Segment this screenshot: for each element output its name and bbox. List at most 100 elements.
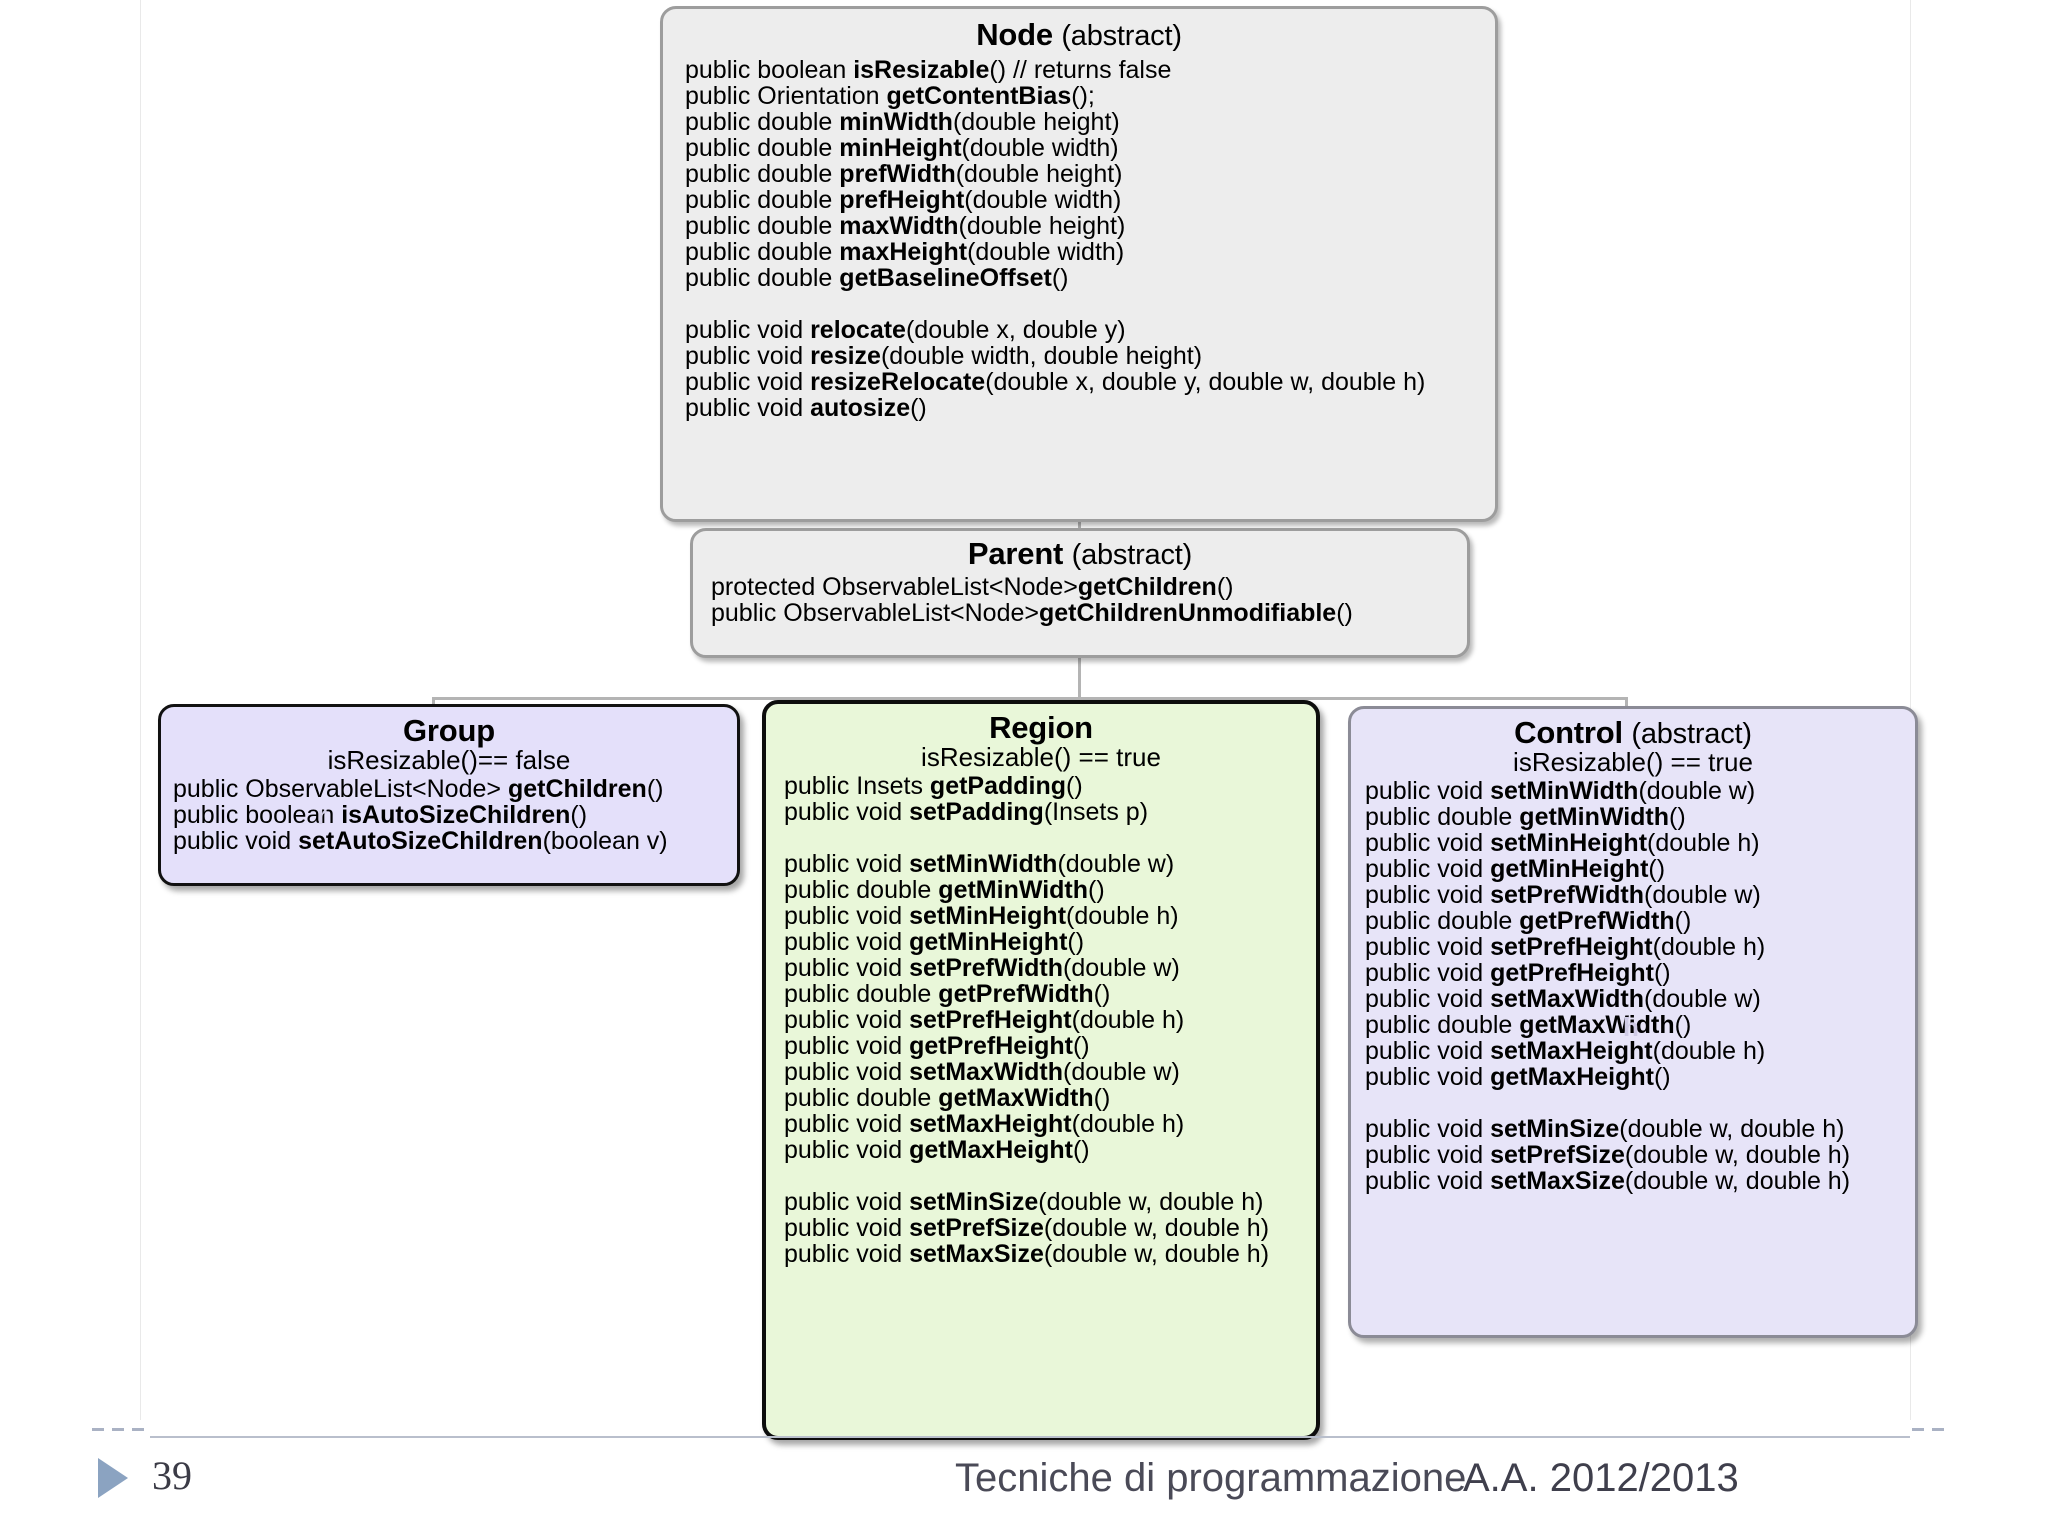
member-name: setMaxHeight [909,1110,1072,1138]
member-signature: public void setPrefSize(double w, double… [1365,1142,1915,1168]
member-modifier: public void [784,954,910,982]
member-signature: public boolean isAutoSizeChildren() [173,802,737,828]
member-name: setMaxSize [1490,1167,1625,1195]
member-name: getPrefHeight [1490,959,1654,987]
member-params: (double width) [961,134,1119,162]
member-params: () [1072,1136,1090,1164]
member-params: (double height) [958,212,1126,240]
member-modifier: public double [685,264,840,292]
class-box-node[interactable]: Node (abstract) public boolean isResizab… [660,6,1498,522]
member-modifier: public double [784,1084,939,1112]
footer-dash-left [92,1428,148,1431]
member-signature: public boolean isResizable() // returns … [685,57,1495,83]
member-params: (); [1071,82,1095,110]
member-modifier: public void [1365,1037,1491,1065]
member-modifier: public void [1365,1141,1491,1169]
member-spacer [784,1163,1316,1189]
class-box-group[interactable]: Group isResizable()== false public Obser… [158,704,740,886]
member-name: getPrefWidth [938,980,1094,1008]
member-signature: public void setMinWidth(double w) [1365,778,1915,804]
member-list-control: public void setMinWidth(double w)public … [1351,778,1915,1194]
class-subtitle-control: isResizable() == true [1513,747,1753,777]
member-modifier: public void [685,342,811,370]
member-signature: public double minHeight(double width) [685,135,1495,161]
member-name: getMinHeight [909,928,1068,956]
member-params: () [1674,907,1692,935]
member-modifier: public void [784,1032,910,1060]
member-modifier: public ObservableList<Node> [173,775,508,803]
member-name: getMaxWidth [1519,1011,1675,1039]
member-params: () [1051,264,1069,292]
member-signature: public void setMaxWidth(double w) [1365,986,1915,1012]
member-signature: public void setPadding(Insets p) [784,799,1316,825]
member-name: getMinWidth [938,876,1089,904]
member-params: () // returns false [989,56,1172,84]
member-signature: public void setPrefSize(double w, double… [784,1215,1316,1241]
member-signature: public void setMaxSize(double w, double … [784,1241,1316,1267]
member-spacer [784,825,1316,851]
member-name: setMinSize [1490,1115,1620,1143]
member-modifier: public boolean [685,56,854,84]
member-modifier: public double [784,876,939,904]
class-box-parent[interactable]: Parent (abstract) protected ObservableLi… [690,528,1470,658]
member-name: getMaxWidth [938,1084,1094,1112]
member-params: () [1088,876,1105,904]
member-modifier: public void [784,1188,910,1216]
member-name: setMinWidth [1490,777,1639,805]
member-name: getMinWidth [1519,803,1670,831]
member-signature: public void setAutoSizeChildren(boolean … [173,828,737,854]
member-params: (double w, double h) [1624,1167,1851,1195]
member-modifier: public void [784,1110,910,1138]
member-signature: public void autosize() [685,395,1495,421]
member-params: (double height) [955,160,1123,188]
member-list-parent: protected ObservableList<Node>getChildre… [693,574,1467,626]
member-list-node: public boolean isResizable() // returns … [663,57,1495,421]
member-modifier: public void [685,316,811,344]
play-triangle-icon [98,1458,128,1498]
member-modifier: public void [784,798,910,826]
member-name: resizeRelocate [810,368,986,396]
member-modifier: public void [1365,777,1491,805]
member-signature: public void setMinHeight(double h) [784,903,1316,929]
member-params: () [1648,855,1666,883]
class-title-node: Node (abstract) [976,17,1182,52]
member-modifier: public double [784,980,939,1008]
member-modifier: public boolean [173,801,342,829]
member-signature: public void getPrefHeight() [1365,960,1915,986]
member-signature: public Insets getPadding() [784,773,1316,799]
member-modifier: public double [685,212,840,240]
member-params: (double h) [1652,933,1766,961]
class-box-region[interactable]: Region isResizable() == true public Inse… [762,700,1320,1440]
member-modifier: public void [784,850,910,878]
member-name: setPrefSize [909,1214,1044,1242]
member-name: getChildren [1077,573,1217,601]
class-title-control: Control (abstract) [1514,715,1752,750]
member-name: getPrefWidth [1519,907,1675,935]
member-params: (double w) [1063,954,1180,982]
member-name: setMinHeight [909,902,1067,930]
member-modifier: public void [784,1058,910,1086]
member-params: (double w) [1063,1058,1180,1086]
member-params: (double h) [1071,1110,1185,1138]
member-params: () [1674,1011,1692,1039]
class-title-region: Region [989,710,1093,745]
member-params: (double h) [1652,1037,1766,1065]
member-name: setAutoSizeChildren [298,827,543,855]
member-modifier: public void [784,928,910,956]
member-name: setMinSize [909,1188,1039,1216]
member-list-region: public Insets getPadding()public void se… [766,773,1316,1267]
member-name: isAutoSizeChildren [341,801,571,829]
member-signature: public void resize(double width, double … [685,343,1495,369]
member-name: setPrefWidth [909,954,1064,982]
member-params: (double w, double h) [1624,1141,1851,1169]
class-box-control[interactable]: Control (abstract) isResizable() == true… [1348,706,1918,1338]
connector-children-bus [432,697,1628,700]
member-params: () [1066,772,1083,800]
class-subtitle-region: isResizable() == true [921,742,1161,772]
member-params: (double x, double y, double w, double h) [985,368,1426,396]
member-signature: public double getMaxWidth() [1365,1012,1915,1038]
member-signature: public double getPrefWidth() [784,981,1316,1007]
member-params: (double w, double h) [1038,1188,1264,1216]
member-params: (double w, double h) [1043,1240,1270,1268]
